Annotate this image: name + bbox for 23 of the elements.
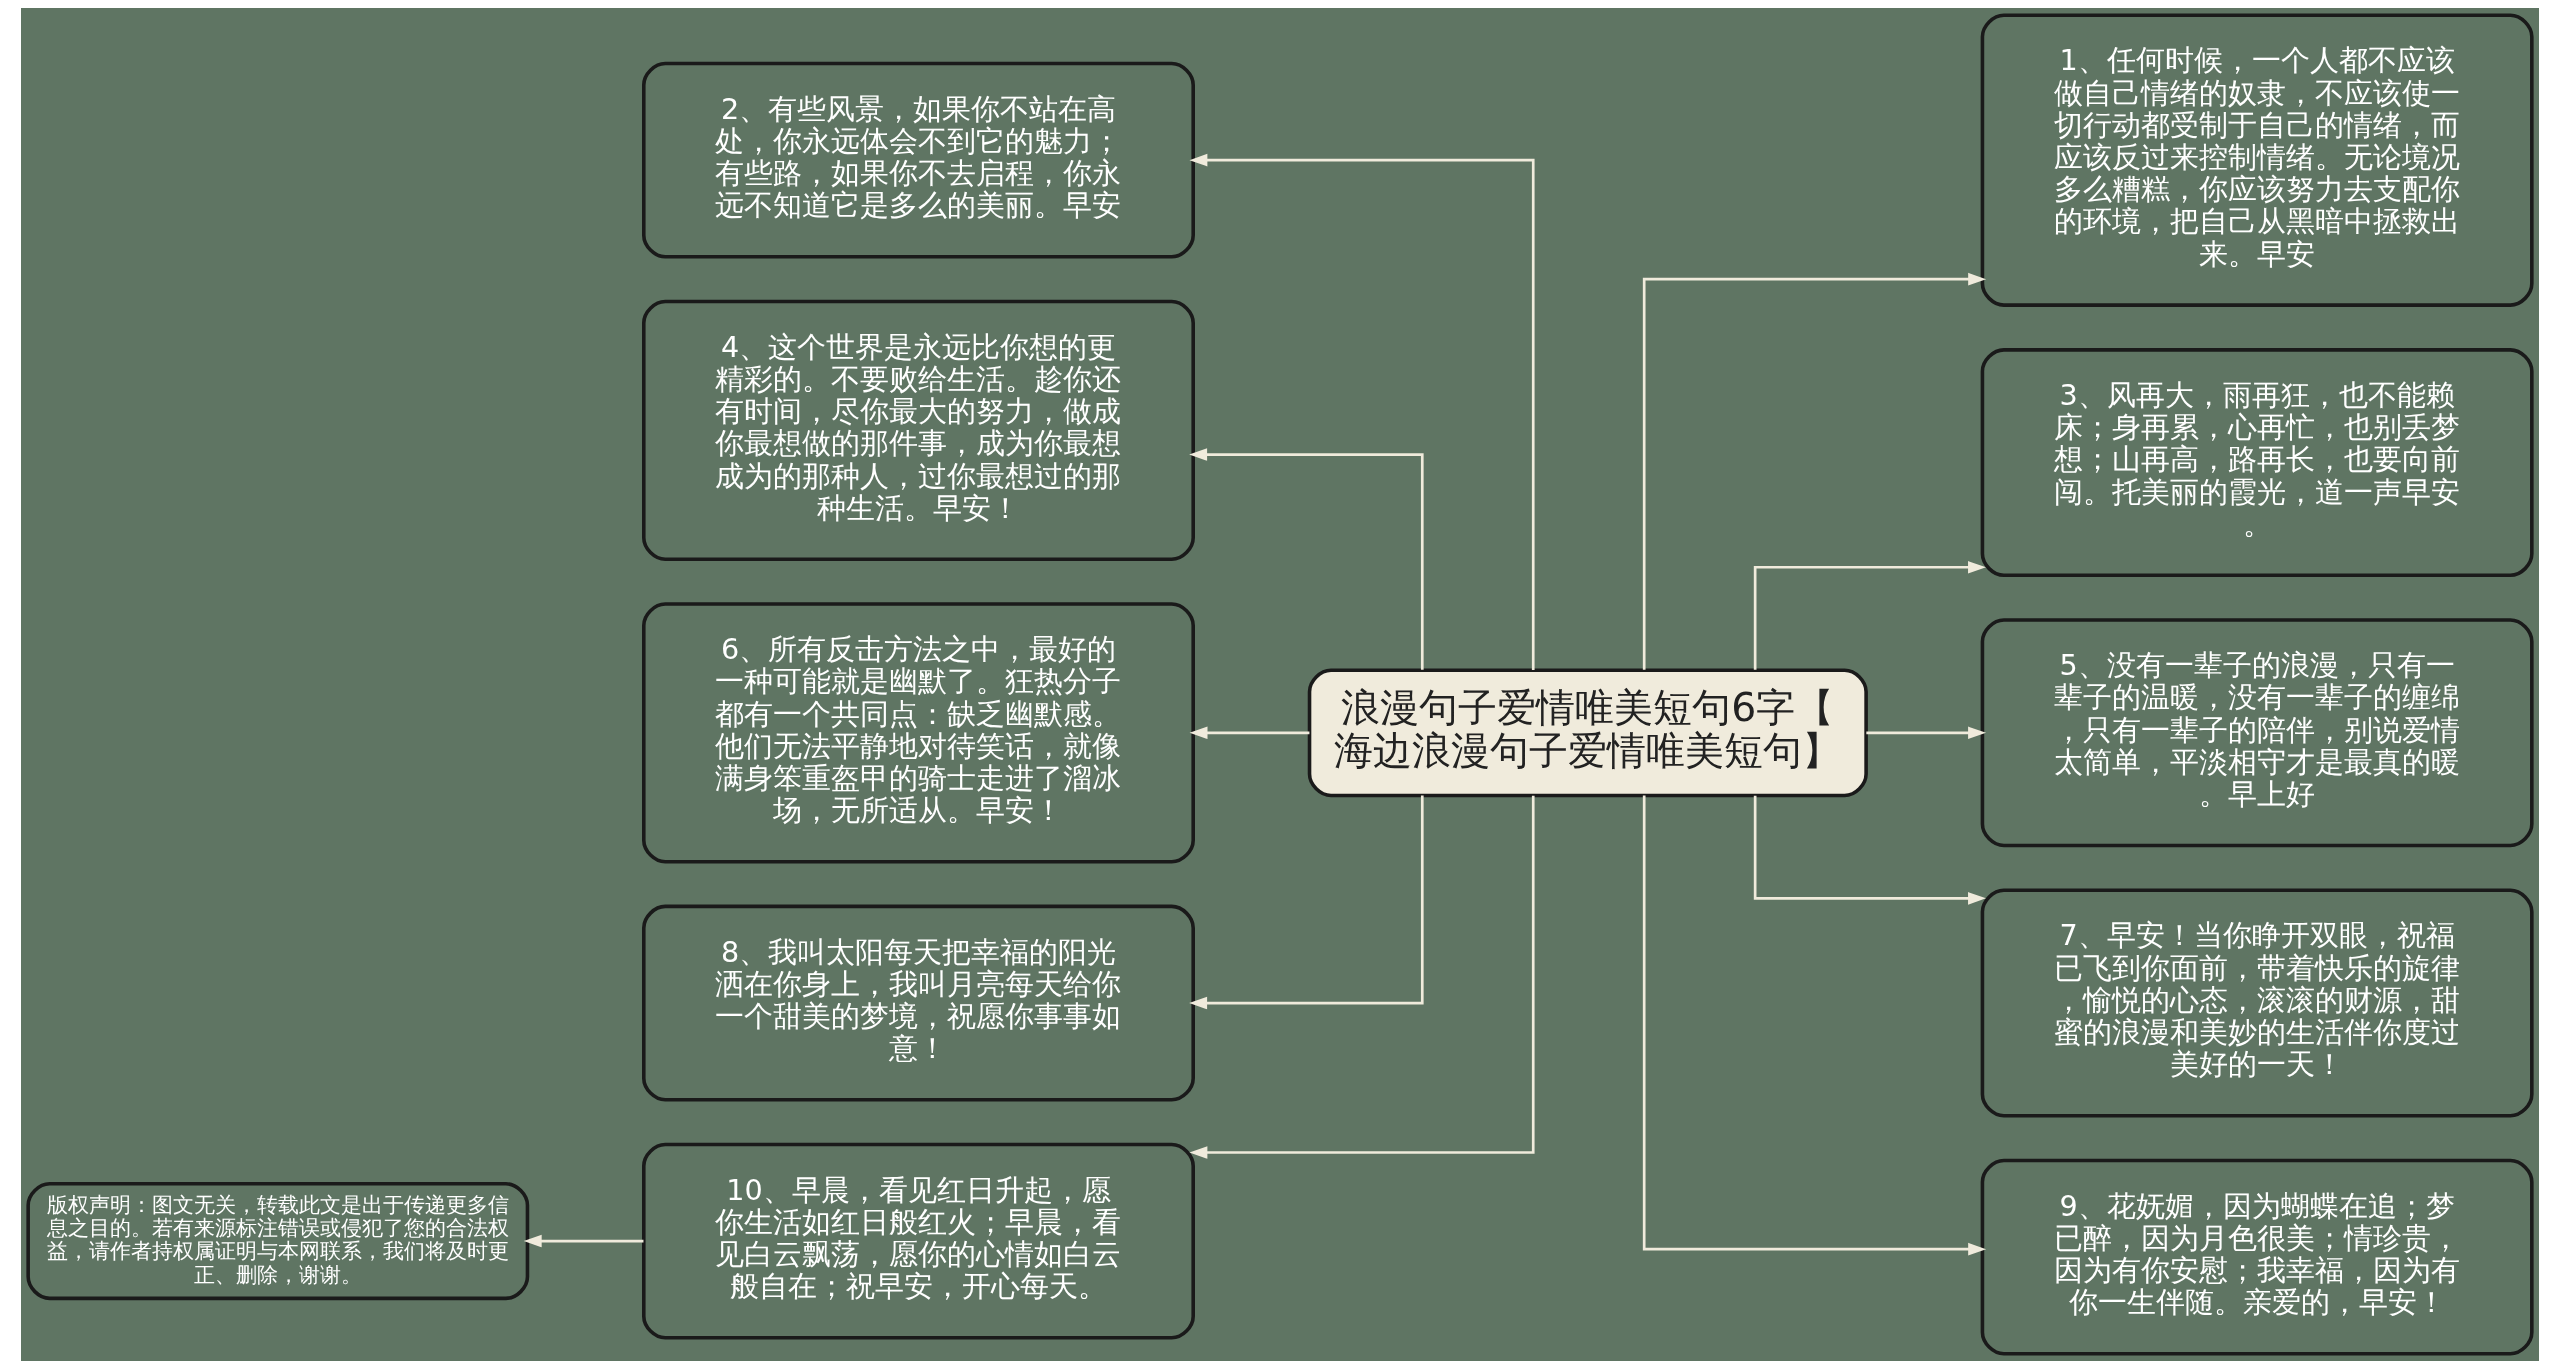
node-box: 4、这个世界是永远比你想的更精彩的。不要败给生活。趁你还有时间，尽你最大的努力，做成你最想做的那件事，成为你最想成为的那种人，过你最想过的那种生活。早安！ (642, 299, 1195, 561)
node-box: 6、所有反击方法之中，最好的一种可能就是幽默了。狂热分子都有一个共同点：缺乏幽默感。他们无法平静地对待笑话，就像满身笨重盔甲的骑士走进了溜冰场，无所适从。早安！ (642, 602, 1195, 864)
node-box: 2、有些风景，如果你不站在高处，你永远体会不到它的魅力；有些路，如果你不去启程，你永远不知道它是多么的美丽。早安 (642, 61, 1195, 259)
node-box: 版权声明：图文无关，转载此文是出于传递更多信息之目的。若有来源标注错误或侵犯了您的合法权益，请作者持权属证明与本网联系，我们将及时更正、删除，谢谢。 (26, 1182, 530, 1301)
arrow (1189, 795, 1535, 1159)
node-box: 10、早晨，看见红日升起，愿你生活如红日般红火；早晨，看见白云飘荡，愿你的心情如白云般自在；祝早安，开心每天。 (642, 1142, 1195, 1340)
arrow (1189, 153, 1535, 670)
node-box: 1、任何时候，一个人都不应该做自己情绪的奴隶，不应该使一切行动都受制于自己的情绪，而应该反过来控制情绪。无论境况多么糟糕，你应该努力去支配你的环境，把自己从黑暗中拯救出来。早安 (1980, 13, 2534, 307)
node-box: 9、花妩媚，因为蝴蝶在追；梦已醉，因为月色很美；情珍贵，因为有你安慰；我幸福，因为有你一生伴随。亲爱的，早安！ (1980, 1158, 2534, 1356)
arrow (1189, 795, 1424, 1010)
arrow (1642, 795, 1987, 1256)
arrow (1866, 726, 1987, 740)
arrow (1189, 448, 1424, 670)
node-box: 3、风再大，雨再狂，也不能赖床；身再累，心再忙，也别丢梦想；山再高，路再长，也要向前闯。托美丽的霞光，道一声早安。 (1980, 348, 2534, 578)
arrow (523, 1234, 644, 1248)
node-box: 浪漫句子爱情唯美短句6字【海边浪漫句子爱情唯美短句】 (1307, 668, 1868, 798)
arrow (1642, 272, 1987, 670)
node-box: 7、早安！当你睁开双眼，祝福已飞到你面前，带着快乐的旋律，愉悦的心态，滚滚的财源，甜蜜的浪漫和美妙的生活伴你度过美好的一天！ (1980, 888, 2534, 1118)
arrow (1753, 795, 1986, 905)
arrow (1189, 726, 1310, 740)
node-box: 5、没有一辈子的浪漫，只有一辈子的温暖，没有一辈子的缠绵，只有一辈子的陪伴，别说爱情太简单，平淡相守才是最真的暖。早上好 (1980, 618, 2534, 848)
arrow (1753, 561, 1986, 670)
node-box: 8、我叫太阳每天把幸福的阳光洒在你身上，我叫月亮每天给你一个甜美的梦境，祝愿你事事如意！ (642, 904, 1195, 1102)
